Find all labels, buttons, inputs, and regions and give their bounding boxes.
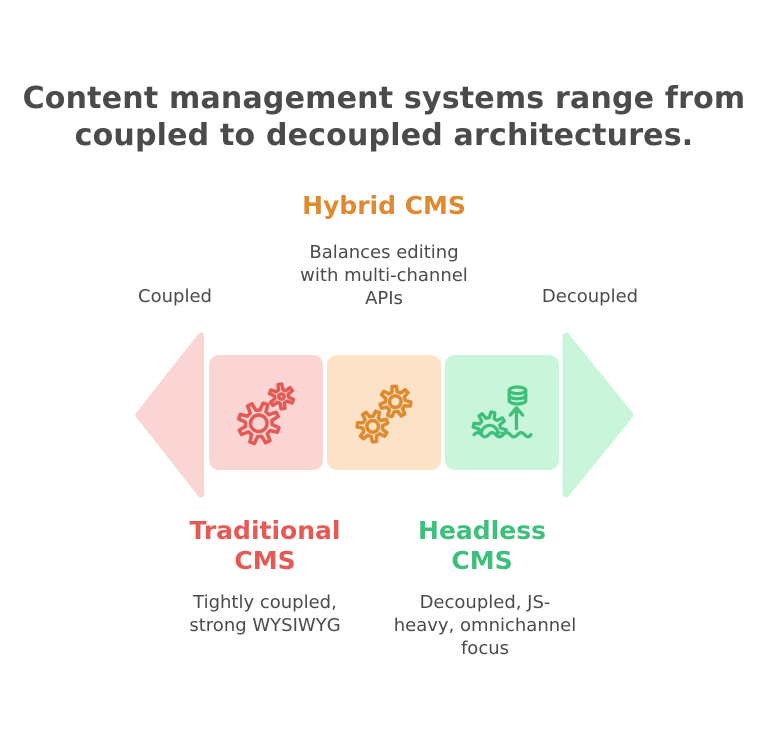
gear-database-upload-icon: [471, 384, 533, 438]
left-arrowhead: [135, 332, 204, 498]
decoupled-label: Decoupled: [541, 286, 639, 307]
gears-icon: [236, 381, 296, 445]
gears-icon: [355, 383, 413, 444]
headless-cms-description: Decoupled, JS- heavy, omnichannel focus: [393, 592, 577, 660]
hybrid-cms-cell: [327, 355, 441, 470]
coupled-label: Coupled: [138, 286, 212, 307]
spectrum-arrow: [135, 332, 635, 498]
hybrid-cms-heading: Hybrid CMS: [302, 191, 466, 220]
traditional-cms-cell: [209, 355, 323, 470]
page-title: Content management systems range from co…: [22, 81, 746, 154]
traditional-cms-description: Tightly coupled, strong WYSIWYG: [189, 592, 341, 637]
headless-cms-heading: Headless CMS: [418, 516, 546, 575]
right-arrowhead: [562, 332, 634, 498]
hybrid-cms-description: Balances editing with multi-channel APIs: [300, 242, 468, 310]
traditional-cms-heading: Traditional CMS: [189, 516, 341, 575]
headless-cms-cell: [445, 355, 559, 470]
